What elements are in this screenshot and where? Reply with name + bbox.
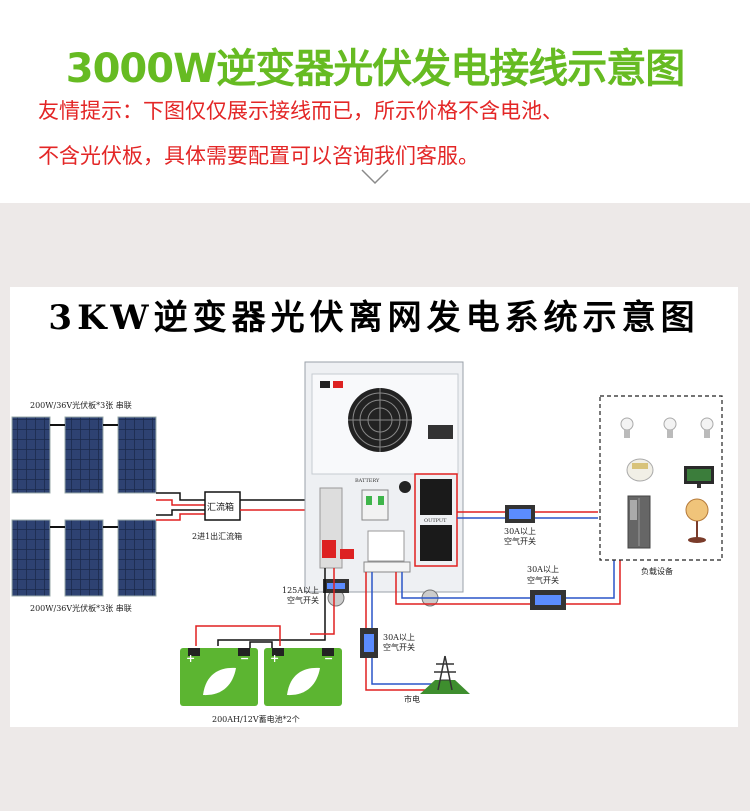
solar-panel-icon [117,519,157,597]
svg-text:−: − [324,652,333,665]
page-headline: 3000W逆变器光伏发电接线示意图 [65,46,685,92]
breaker-30a-grid-label: 30A以上 空气开关 [383,633,418,652]
load-label: 负载设备 [641,566,673,576]
electric-fan-icon [685,498,709,543]
solar-array-bottom [11,519,157,597]
notice-line-2: 不含光伏板，具体需要配置可以咨询我们客服。 [38,144,479,168]
breaker-30a-output-label: 30A以上 空气开关 [504,527,539,546]
solar-array-top [11,416,157,494]
svg-text:+: + [270,652,279,665]
pv-bottom-label: 200W/36V光伏板*3张 串联 [30,603,132,613]
solar-panel-icon [64,416,104,494]
refrigerator-icon [627,495,651,549]
output-label: OUTPUT [424,518,447,524]
notice-line-1: 友情提示：下图仅仅展示接线而已，所示价格不含电池、 [38,99,563,123]
solar-panel-icon [117,416,157,494]
header-banner: 3000W逆变器光伏发电接线示意图 友情提示：下图仅仅展示接线而已，所示价格不含… [0,0,750,200]
breaker-icon [361,489,389,521]
battery-port-label: BATTERY [355,478,380,484]
breaker-125a-label: 125A以上 空气开关 [282,586,322,605]
solar-panel-icon [64,519,104,597]
svg-text:−: − [240,652,249,665]
solar-panel-icon [11,416,51,494]
bulb-icon [620,417,634,438]
diagram-title: 3KW逆变器光伏离网发电系统示意图 [48,298,700,338]
grid-label: 市电 [404,694,420,704]
bulb-icon [663,417,677,438]
pv-top-label: 200W/36V光伏板*3张 串联 [30,400,132,410]
breaker-30a-mid-label: 30A以上 空气开关 [527,565,562,585]
output-socket-2 [420,525,452,561]
battery-caption: 200AH/12V蓄电池*2个 [212,714,300,724]
battery-bank: + − + − [180,641,342,706]
combiner-box-label: 汇流箱 [207,501,234,513]
combiner-caption: 2进1出汇流箱 [192,531,242,541]
rice-cooker-icon [626,458,654,482]
chevron-down-icon [361,169,389,185]
bulb-icon [700,417,714,438]
output-socket-1 [420,479,452,515]
tv-icon [684,466,714,488]
svg-text:+: + [186,652,195,665]
combiner-box-icon [204,491,241,521]
inverter-icon: BATTERY OUTPUT [304,361,464,607]
solar-panel-icon [11,519,51,597]
power-tower-icon [420,655,470,694]
